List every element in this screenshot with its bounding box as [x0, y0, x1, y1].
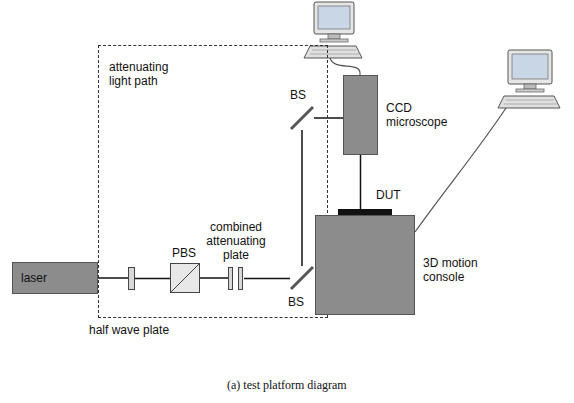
light-beam — [244, 278, 290, 280]
cable — [330, 58, 360, 75]
light-beam — [200, 277, 228, 279]
node-label: BS — [290, 88, 306, 102]
figure-caption: (a) test platform diagram — [227, 378, 347, 393]
computer-icon — [304, 2, 362, 58]
node-label: attenuating light path — [109, 60, 189, 88]
motion-console: 3D motion console — [315, 215, 415, 315]
light-beam — [135, 278, 170, 280]
attenuating-plates-outline — [228, 267, 244, 290]
light-beam — [301, 130, 303, 266]
node-label: BS — [288, 295, 304, 309]
node-label: laser — [21, 271, 47, 285]
node-label: CCD microscope — [386, 101, 450, 129]
pbs-cube-outline — [170, 263, 200, 293]
beam-splitter-outline — [290, 106, 314, 130]
beam-splitter: BS — [290, 106, 314, 130]
computer-icon — [498, 50, 560, 108]
node-label: half wave plate — [89, 323, 169, 337]
light-beam — [314, 117, 343, 119]
pbs-cube: PBS — [170, 263, 200, 293]
beam-splitter-outline — [290, 266, 314, 290]
light-beam — [360, 155, 362, 209]
half-wave-plate: half wave plate — [128, 267, 135, 290]
laser-box: laser — [12, 262, 98, 294]
attenuating-plates: combined attenuating plate — [228, 267, 244, 290]
node-label: DUT — [376, 188, 401, 202]
dashed-region: attenuating light path half wave plate PBS… — [98, 45, 328, 318]
node-label: combined attenuating plate — [198, 220, 274, 262]
node-label: 3D motion console — [423, 256, 493, 284]
ccd-microscope: CCD microscope — [343, 75, 378, 155]
light-beam — [98, 277, 128, 279]
node-label: PBS — [172, 246, 196, 260]
beam-splitter: BS — [290, 266, 314, 290]
